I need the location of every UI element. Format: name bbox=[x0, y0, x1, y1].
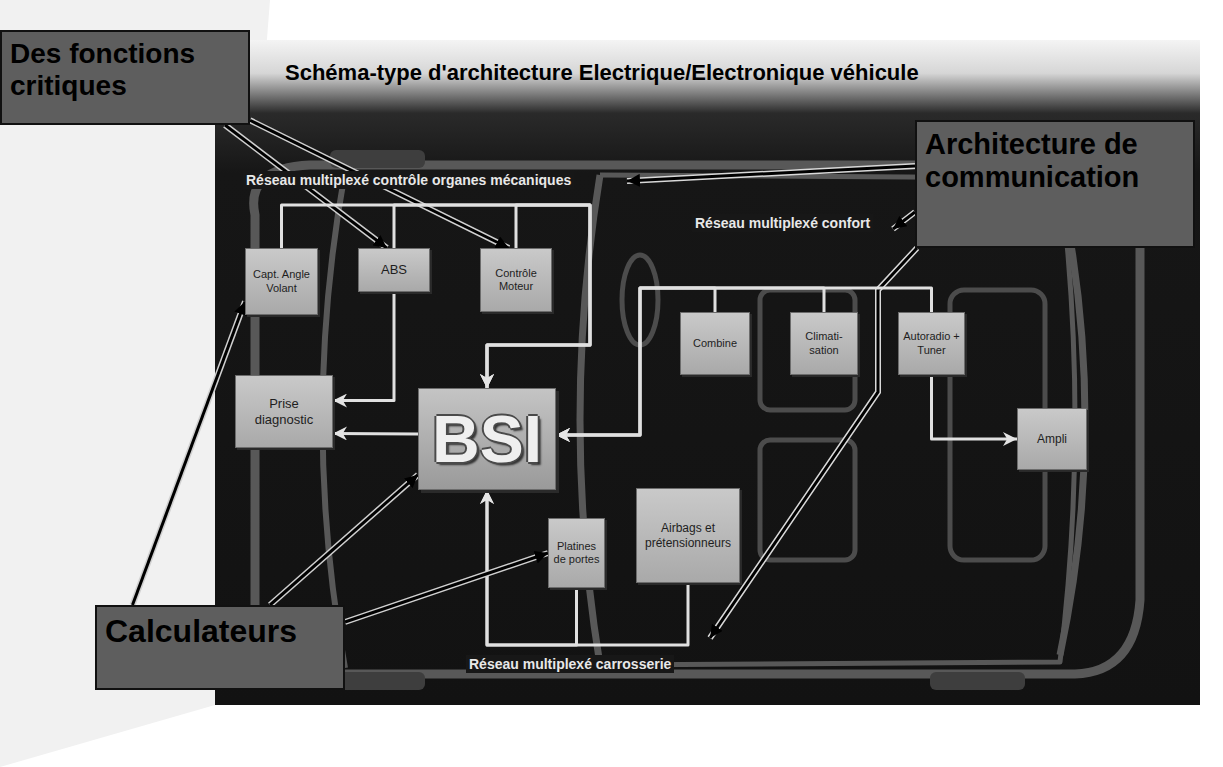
node-text: Contrôle Moteur bbox=[484, 267, 548, 293]
node-text: ABS bbox=[381, 262, 407, 278]
ecu-box: Airbags et prétensionneurs bbox=[636, 488, 740, 583]
diagram-title: Schéma-type d'architecture Electrique/El… bbox=[285, 60, 919, 86]
node-text: Architecture de communication bbox=[925, 128, 1185, 194]
ecu-box: Climati-sation bbox=[790, 312, 858, 375]
node-text: Combine bbox=[693, 337, 737, 350]
node-text: Autoradio + Tuner bbox=[902, 330, 961, 356]
network-label: Réseau multiplexé carrosserie bbox=[466, 655, 674, 673]
bus-line bbox=[556, 288, 824, 435]
arrow-halo bbox=[270, 475, 418, 605]
network-label: Réseau multiplexé contrôle organes mécan… bbox=[243, 171, 574, 189]
image-panel bbox=[215, 40, 1200, 705]
node-text: Capt. Angle Volant bbox=[249, 268, 314, 294]
ecu-box: Platines de portes bbox=[548, 518, 605, 588]
network-bus bbox=[394, 205, 590, 388]
callout-box: Des fonctions critiques bbox=[0, 30, 250, 125]
bus-line bbox=[556, 288, 932, 435]
node-text: Platines de portes bbox=[552, 540, 601, 566]
arrow-halo bbox=[133, 302, 246, 605]
leader-halo bbox=[627, 166, 917, 638]
arrow-halo bbox=[345, 553, 548, 622]
ecu-box: Ampli bbox=[1017, 408, 1087, 470]
arrow-line bbox=[270, 475, 418, 605]
arrow-line bbox=[133, 302, 246, 605]
network-label: Réseau multiplexé confort bbox=[692, 214, 873, 232]
node-text: Airbags et prétensionneurs bbox=[640, 521, 736, 550]
arrow-line bbox=[345, 553, 548, 622]
node-text: Prise diagnostic bbox=[239, 396, 329, 427]
bus-line bbox=[333, 292, 394, 401]
network-bus bbox=[556, 288, 824, 435]
callout-arrow bbox=[345, 553, 548, 622]
node-text: Climati-sation bbox=[794, 330, 854, 356]
bus-line bbox=[282, 205, 591, 388]
node-text: Des fonctions critiques bbox=[10, 38, 240, 102]
network-bus bbox=[556, 288, 932, 435]
callout-box: Calculateurs bbox=[95, 605, 345, 690]
callout-box: Architecture de communication bbox=[915, 120, 1195, 248]
callout-arrow bbox=[133, 302, 246, 605]
node-text: Ampli bbox=[1037, 432, 1067, 446]
diagnostic-box: Prise diagnostic bbox=[235, 375, 333, 448]
network-bus bbox=[333, 433, 418, 435]
node-text: BSI bbox=[432, 406, 542, 472]
ecu-box: Autoradio + Tuner bbox=[898, 312, 965, 375]
node-text: Calculateurs bbox=[105, 613, 297, 650]
network-bus bbox=[333, 292, 394, 401]
callout-arrow bbox=[270, 475, 418, 605]
ecu-box: ABS bbox=[358, 248, 430, 292]
ecu-box: Capt. Angle Volant bbox=[245, 248, 318, 315]
bus-line bbox=[932, 375, 1018, 439]
bus-line bbox=[394, 205, 590, 388]
network-bus bbox=[932, 375, 1018, 439]
bsi-box: BSI bbox=[418, 388, 556, 490]
bus-line bbox=[333, 432, 418, 436]
network-bus bbox=[282, 205, 591, 388]
leader-line bbox=[627, 166, 917, 638]
ecu-box: Contrôle Moteur bbox=[480, 248, 552, 312]
ecu-box: Combine bbox=[680, 312, 750, 375]
